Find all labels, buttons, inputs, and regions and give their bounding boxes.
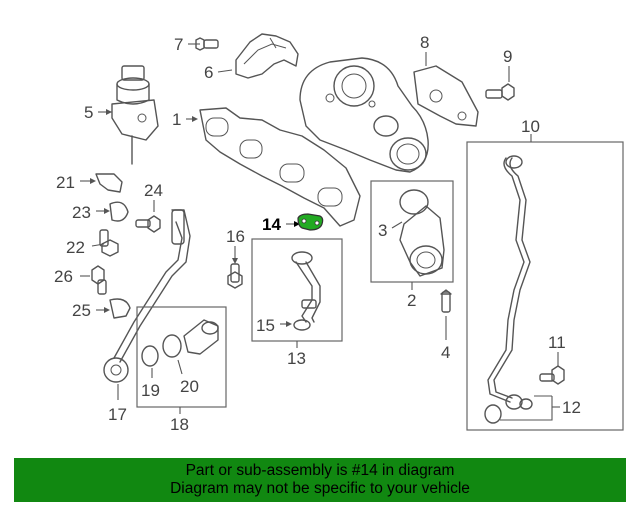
callout-4[interactable]: 4 (441, 343, 450, 362)
callout-22[interactable]: 22 (66, 238, 85, 257)
part-9-bolt[interactable] (485, 66, 515, 101)
callout-3[interactable]: 3 (378, 221, 387, 240)
part-4-bolt[interactable] (440, 289, 452, 340)
part-7-bolt[interactable] (188, 37, 219, 51)
callout-9[interactable]: 9 (503, 47, 512, 66)
callout-10[interactable]: 10 (521, 117, 540, 136)
callout-2[interactable]: 2 (407, 291, 416, 310)
callout-17[interactable]: 17 (108, 405, 127, 424)
banner-line-1: Part or sub-assembly is #14 in diagram (185, 462, 455, 479)
callout-labels: 1 2 3 4 5 6 7 8 9 10 11 12 13 14 15 16 1… (54, 33, 581, 434)
part-2-elbow[interactable] (399, 205, 445, 277)
part-12-washers[interactable] (484, 395, 560, 424)
callout-6[interactable]: 6 (204, 63, 213, 82)
callout-8[interactable]: 8 (420, 33, 429, 52)
part-24-bolt[interactable] (135, 200, 161, 233)
callout-21[interactable]: 21 (56, 173, 75, 192)
part-5-actuator[interactable] (98, 65, 159, 165)
callout-12[interactable]: 12 (562, 398, 581, 417)
part-15-o-ring[interactable] (280, 319, 311, 331)
part-22-bolt[interactable] (91, 229, 119, 257)
box-2-assembly (370, 180, 454, 290)
callout-24[interactable]: 24 (144, 181, 163, 200)
callout-1[interactable]: 1 (172, 110, 181, 129)
callout-18[interactable]: 18 (170, 415, 189, 434)
box-13-assembly (251, 238, 343, 348)
callout-20[interactable]: 20 (180, 377, 199, 396)
part-8-bracket[interactable] (413, 52, 479, 127)
callout-14[interactable]: 14 (262, 215, 281, 234)
part-10-oil-line[interactable] (487, 155, 531, 410)
callout-16[interactable]: 16 (226, 227, 245, 246)
box-18-assembly (136, 306, 227, 414)
box-10-assembly (466, 134, 624, 431)
callout-15[interactable]: 15 (256, 316, 275, 335)
info-banner: Part or sub-assembly is #14 in diagram D… (14, 458, 626, 502)
callout-26[interactable]: 26 (54, 267, 73, 286)
part-11-bolt[interactable] (539, 352, 565, 385)
callout-25[interactable]: 25 (72, 301, 91, 320)
part-17-oil-pipe[interactable] (103, 209, 191, 400)
callout-19[interactable]: 19 (141, 381, 160, 400)
callout-7[interactable]: 7 (174, 35, 183, 54)
part-6-heat-shield[interactable] (217, 33, 299, 79)
part-1-exhaust-manifold[interactable] (186, 107, 361, 227)
part-20-banjo-bolt[interactable] (162, 319, 219, 375)
part-16-stud[interactable] (227, 246, 243, 289)
callout-11[interactable]: 11 (548, 333, 566, 352)
part-25-clip[interactable] (96, 298, 131, 319)
parts-diagram: 1 2 3 4 5 6 7 8 9 10 11 12 13 14 15 16 1… (54, 33, 624, 434)
banner-line-2: Diagram may not be specific to your vehi… (170, 480, 470, 497)
part-21-clip[interactable] (80, 173, 123, 193)
part-26-bolt[interactable] (80, 265, 107, 295)
callout-13[interactable]: 13 (287, 349, 306, 368)
part-14-gasket-highlighted[interactable] (286, 213, 324, 231)
callout-23[interactable]: 23 (72, 203, 91, 222)
part-3-gasket[interactable] (391, 189, 429, 229)
part-13-oil-return-line[interactable] (291, 251, 321, 323)
turbocharger[interactable] (299, 57, 429, 173)
part-23-clamp[interactable] (96, 201, 129, 222)
callout-5[interactable]: 5 (84, 103, 93, 122)
part-19-washer[interactable] (141, 345, 159, 378)
